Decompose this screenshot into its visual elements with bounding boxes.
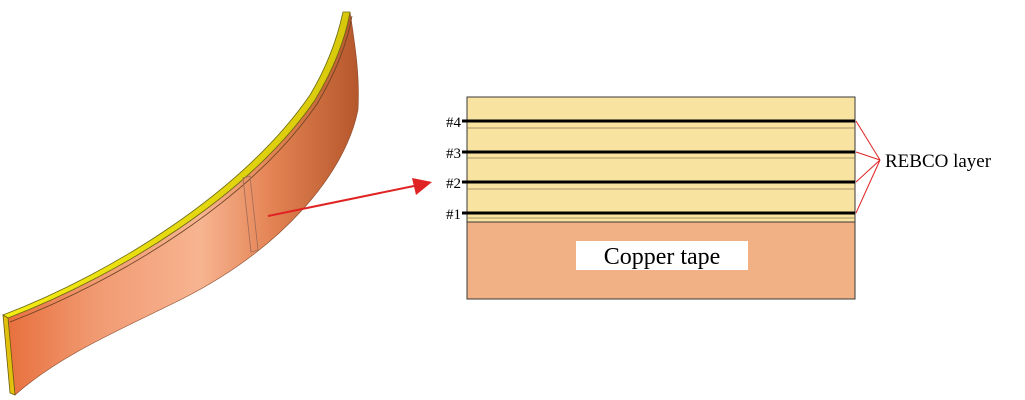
bracket-line-1 [855, 159, 881, 214]
arrow-shaft [267, 185, 415, 217]
curved-tape [2, 11, 359, 396]
tape-edge-line [9, 15, 353, 323]
layer-label-2: #2 [446, 176, 461, 192]
tape-end-cap [2, 314, 16, 396]
arrow-head [412, 178, 432, 195]
copper-tape-label: Copper tape [604, 244, 721, 270]
section-marker [242, 175, 259, 253]
cross-section: #4 #3 #2 #1 Copper tape [446, 96, 856, 300]
pointer-arrow [267, 178, 432, 217]
rebco-bracket [855, 120, 881, 214]
layer-label-4: #4 [446, 115, 462, 131]
layer-label-3: #3 [446, 146, 461, 162]
copper-label-box [576, 241, 748, 270]
bracket-line-4 [855, 120, 881, 161]
tape-front-face [7, 11, 359, 396]
tape-yellow-edge [2, 11, 351, 319]
layer-label-1: #1 [446, 207, 461, 223]
stack-layers [466, 96, 856, 223]
rebco-layer-label: REBCO layer [885, 151, 992, 172]
bracket-line-2 [855, 159, 881, 183]
bracket-line-3 [855, 151, 881, 161]
